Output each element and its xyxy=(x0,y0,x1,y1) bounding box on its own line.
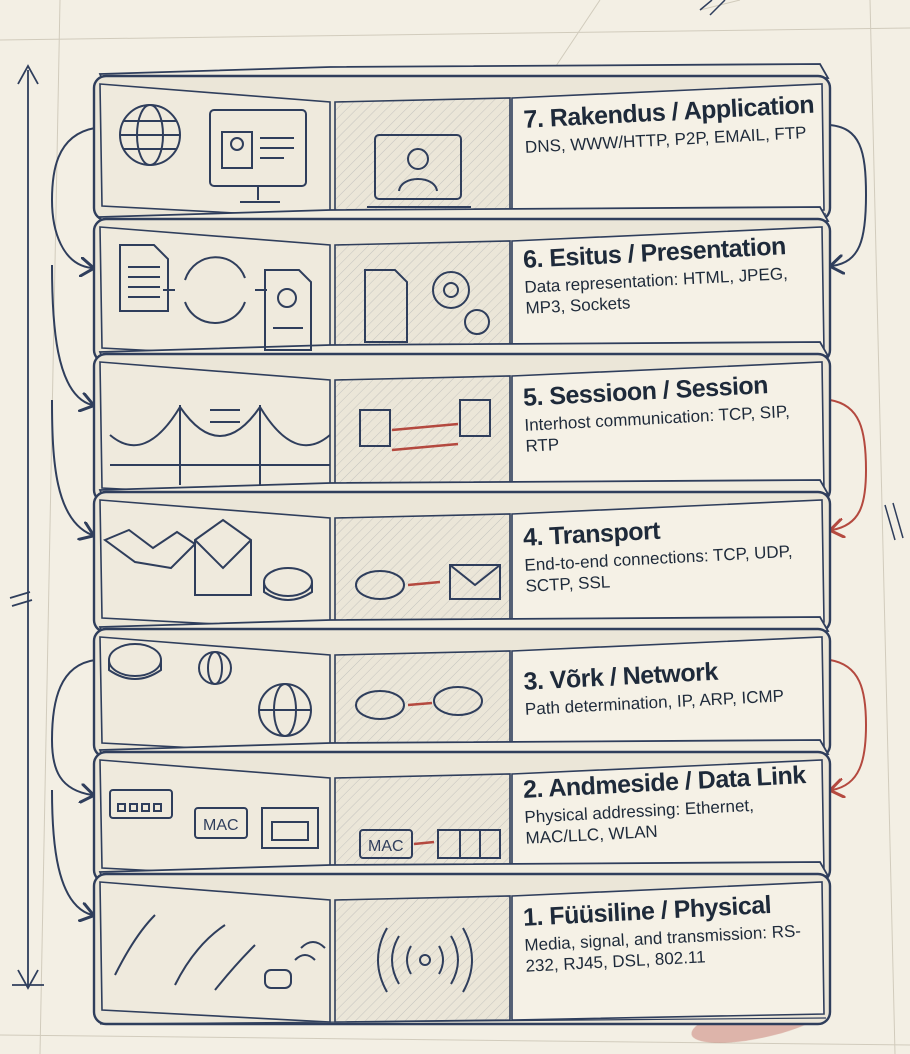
layer-2-box xyxy=(92,739,832,884)
cables-icon xyxy=(114,914,256,991)
exchange-arrows-icon xyxy=(210,409,240,423)
svg-text:MAC: MAC xyxy=(368,838,404,855)
bridge-icon xyxy=(109,405,331,485)
connector-icon xyxy=(264,941,326,989)
handshake-icon xyxy=(102,528,197,570)
globe-icon xyxy=(258,683,312,737)
left-connectors xyxy=(50,127,95,915)
switch-icon xyxy=(109,789,173,819)
globe-icon xyxy=(119,104,181,166)
router-to-router-icon xyxy=(355,564,501,600)
monitor-profile-icon xyxy=(209,109,307,203)
right-connectors xyxy=(830,124,868,790)
laptop-user-icon xyxy=(367,134,471,208)
envelope-icon xyxy=(194,518,252,596)
mac-tag-icon: MAC xyxy=(359,829,501,859)
gears-icon xyxy=(364,269,490,343)
globe-icon xyxy=(198,651,232,685)
wireless-signal-icon xyxy=(377,927,473,993)
router-to-router-icon xyxy=(355,686,483,720)
document-gear-icon xyxy=(264,269,312,351)
frame-icon xyxy=(261,807,319,849)
layer-6-box xyxy=(92,206,832,364)
layer-1-box xyxy=(92,861,832,1026)
left-height-arrow xyxy=(9,64,44,990)
layer-stack: MAC MAC xyxy=(92,63,832,1026)
document-icon xyxy=(119,244,169,312)
svg-text:MAC: MAC xyxy=(203,817,239,834)
mac-tag-icon: MAC xyxy=(194,807,248,839)
tick-marks xyxy=(699,0,904,541)
session-link-icon xyxy=(359,399,491,452)
layer-4-box xyxy=(92,479,832,634)
layer-3-box xyxy=(92,616,832,759)
router-icon xyxy=(108,643,162,680)
router-icon xyxy=(263,567,313,601)
